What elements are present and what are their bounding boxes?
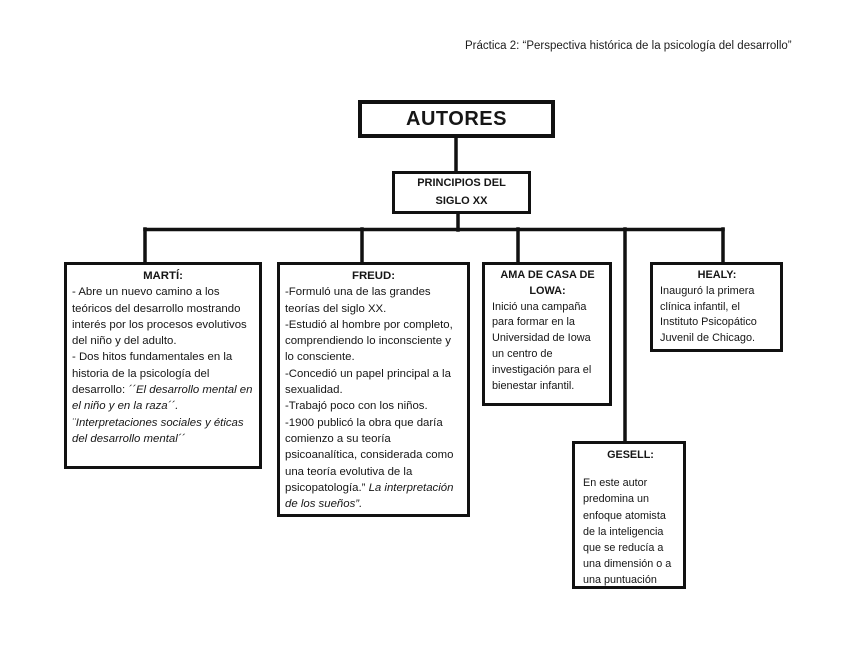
page-title: Práctica 2: “Perspectiva histórica de la…: [465, 40, 792, 52]
author-box-marti-title: MARTÍ:: [143, 270, 183, 282]
author-box-healy: HEALY: Inauguró la primera clínica infan…: [650, 262, 783, 352]
node-autores: AUTORES: [358, 100, 555, 138]
author-box-freud-title: FREUD:: [351, 270, 396, 282]
author-box-freud-body: -Formuló una de las grandes teorías del …: [285, 286, 454, 511]
author-box-gesell-body: En este autor predomina un enfoque atomi…: [583, 477, 672, 587]
author-box-freud: FREUD: -Formuló una de las grandes teorí…: [277, 262, 470, 517]
author-box-healy-title: HEALY:: [697, 269, 737, 281]
node-principios-del-siglo-xx: PRINCIPIOS DEL SIGLO XX: [392, 171, 531, 214]
author-box-marti-body: - Abre un nuevo camino a los teóricos de…: [72, 286, 253, 445]
node-principios-label: PRINCIPIOS DEL SIGLO XX: [417, 177, 506, 207]
author-box-gesell: GESELL: En este autor predomina un enfoq…: [572, 441, 686, 589]
author-box-ama-body: Inició una campaña para formar en la Uni…: [492, 300, 592, 392]
author-box-ama-title: AMA DE CASA DE LOWA:: [500, 269, 595, 297]
node-autores-label: AUTORES: [406, 107, 507, 130]
author-box-ama-de-casa-de-lowa: AMA DE CASA DE LOWA: Inició una campaña …: [482, 262, 612, 406]
author-box-marti: MARTÍ: - Abre un nuevo camino a los teór…: [64, 262, 262, 469]
author-box-healy-body: Inauguró la primera clínica infantil, el…: [660, 284, 757, 345]
author-box-gesell-title: GESELL:: [607, 449, 654, 461]
